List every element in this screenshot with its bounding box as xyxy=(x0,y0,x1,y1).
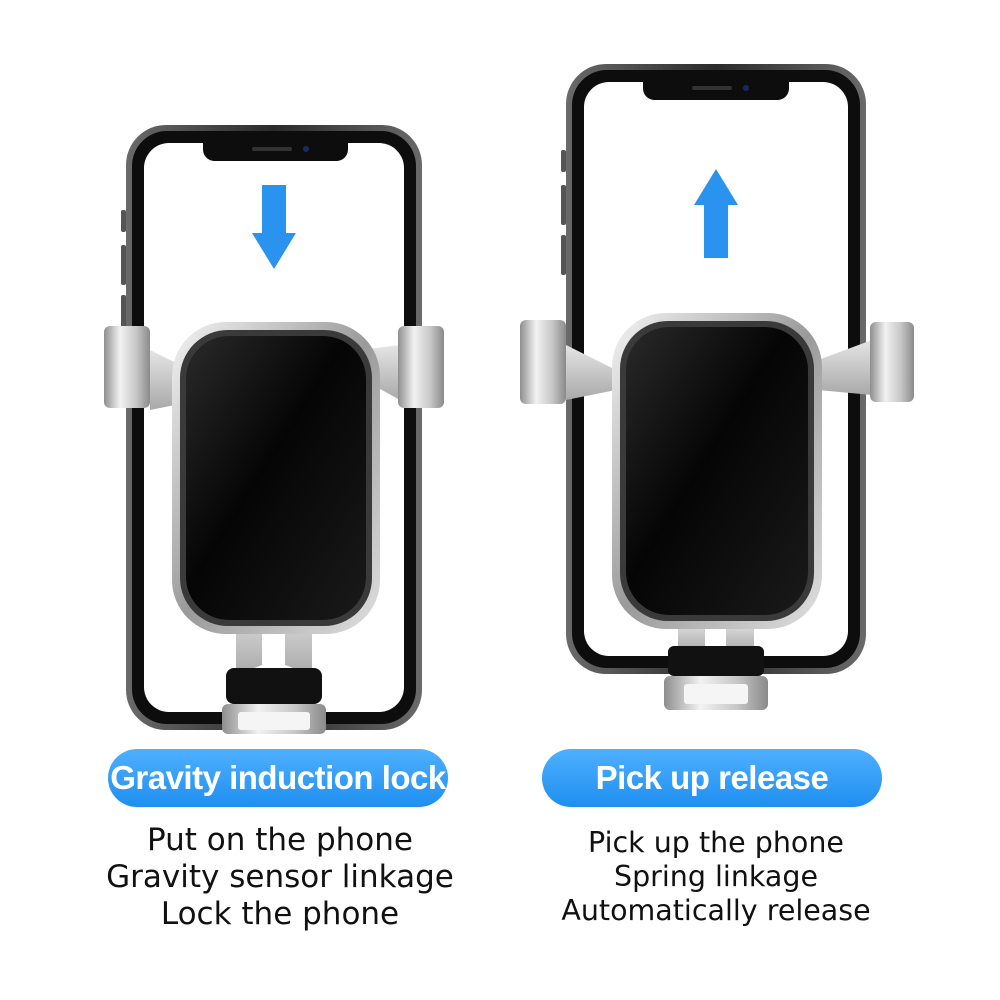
arrow-up-icon xyxy=(694,169,738,258)
right-description: Pick up the phone Spring linkage Automat… xyxy=(500,826,932,928)
right-line-3: Automatically release xyxy=(561,894,871,927)
pick-up-release-badge: Pick up release xyxy=(542,749,882,807)
gravity-lock-illustration xyxy=(104,125,444,734)
right-panel: Pick up release Pick up the phone Spring… xyxy=(500,0,1000,1000)
gravity-lock-badge: Gravity induction lock xyxy=(108,749,448,807)
arrow-down-icon xyxy=(252,185,296,269)
pick-up-release-illustration xyxy=(520,64,914,710)
right-line-2: Spring linkage xyxy=(613,860,819,893)
left-panel: Gravity induction lock Put on the phone … xyxy=(104,125,454,932)
right-line-1: Pick up the phone xyxy=(588,826,844,859)
left-line-3: Lock the phone xyxy=(160,896,400,932)
car-mount-right xyxy=(520,313,914,710)
car-mount-left xyxy=(104,322,444,734)
left-line-2: Gravity sensor linkage xyxy=(106,859,454,895)
left-description: Put on the phone Gravity sensor linkage … xyxy=(0,822,560,933)
left-line-1: Put on the phone xyxy=(146,822,413,858)
